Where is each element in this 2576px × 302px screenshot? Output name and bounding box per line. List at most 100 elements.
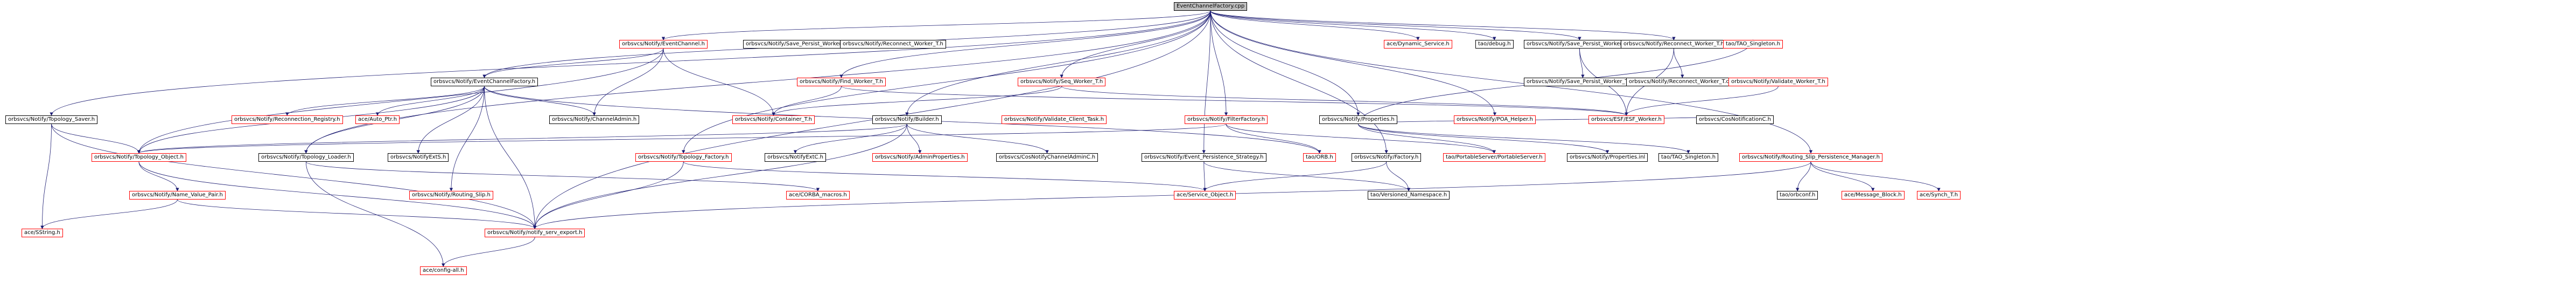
- node-cosnotifychanneladminc-h[interactable]: orbsvcs/CosNotifyChannelAdminC.h: [996, 153, 1098, 162]
- edge-root-to-n_poa: [1210, 10, 1497, 116]
- edge-n_namevalue-to-n_acestring: [40, 199, 178, 229]
- node-orbconf-h[interactable]: tao/orbconf.h: [1777, 191, 1818, 200]
- node-ace-sstring-h[interactable]: ace/SString.h: [22, 229, 63, 237]
- node-name-value-pair-h[interactable]: orbsvcs/Notify/Name_Value_Pair.h: [129, 191, 226, 200]
- node-service-object-h[interactable]: ace/Service_Object.h: [1174, 191, 1236, 200]
- node-cosnotificationc-h[interactable]: orbsvcs/CosNotificationC.h: [1696, 115, 1774, 124]
- node-notifyexts-h[interactable]: orbsvcs/NotifyExtS.h: [388, 153, 449, 162]
- edge-n_topos-to-n_topobj: [51, 123, 141, 154]
- node-eventchannel-h[interactable]: orbsvcs/Notify/EventChannel.h: [619, 40, 708, 49]
- node-versioned-namespace-h[interactable]: tao/Versioned_Namespace.h: [1368, 191, 1450, 200]
- node-find-worker-h[interactable]: orbsvcs/Notify/Find_Worker_T.h: [797, 78, 886, 86]
- node-tao-singleton-h[interactable]: tao/TAO_Singleton.h: [1723, 40, 1783, 49]
- edge-root-to-n_topos: [50, 10, 1211, 116]
- node-portableserver-h[interactable]: tao/PortableServer/PortableServer.h: [1443, 153, 1545, 162]
- node-tao-debug-h[interactable]: tao/debug.h: [1475, 40, 1514, 49]
- edge-n_ec_h-to-n_chadmin: [592, 48, 664, 116]
- node-message-block-h[interactable]: ace/Message_Block.h: [1842, 191, 1905, 200]
- node-validate-client-task-h[interactable]: orbsvcs/Notify/Validate_Client_Task.h: [1002, 115, 1107, 124]
- node-container-h[interactable]: orbsvcs/Notify/Container_T.h: [732, 115, 815, 124]
- node-adminproperties-h[interactable]: orbsvcs/Notify/AdminProperties.h: [872, 153, 968, 162]
- edge-n_ecf_h-to-n_servexp: [484, 86, 537, 229]
- node-properties-inl[interactable]: orbsvcs/Notify/Properties.inl: [1567, 153, 1648, 162]
- node-reconnection-registry-h[interactable]: orbsvcs/Notify/Reconnection_Registry.h: [232, 115, 343, 124]
- edge-root-to-n_factory: [1210, 10, 1388, 154]
- node-seq-worker-h[interactable]: orbsvcs/Notify/Seq_Worker_T.h: [1018, 78, 1106, 86]
- edge-n_ec_h-to-n_container: [663, 48, 775, 116]
- node-topology-saver-h[interactable]: orbsvcs/Notify/Topology_Saver.h: [5, 115, 98, 124]
- edge-n_topobj-to-n_namevalue: [138, 161, 179, 191]
- edge-root-to-n_find: [839, 10, 1211, 78]
- node-auto-ptr-h[interactable]: ace/Auto_Ptr.h: [355, 115, 400, 124]
- edge-n_builder-to-n_cosnotch: [906, 123, 1049, 154]
- node-notify-serv-export-h[interactable]: orbsvcs/Notify/notify_serv_export.h: [485, 229, 585, 237]
- node-synch-h[interactable]: ace/Synch_T.h: [1917, 191, 1961, 200]
- edge-root-to-n_props: [1210, 10, 1360, 116]
- node-builder-h[interactable]: orbsvcs/Notify/Builder.h: [872, 115, 942, 124]
- edge-n_seq-to-n_esf: [1061, 86, 1628, 116]
- node-eventchannelfactory-cpp[interactable]: EventChannelFactory.cpp: [1174, 2, 1248, 11]
- edge-n_ec_h-to-n_topobj: [137, 48, 664, 154]
- edge-n_ecf_h-to-n_recreg: [285, 86, 485, 116]
- node-event-persistence-strategy-h[interactable]: orbsvcs/Notify/Event_Persistence_Strateg…: [1142, 153, 1266, 162]
- node-tao-orb-h[interactable]: tao/ORB.h: [1303, 153, 1336, 162]
- edge-n_topofact-to-n_svcobj: [683, 161, 1207, 191]
- node-properties-h[interactable]: orbsvcs/Notify/Properties.h: [1319, 115, 1397, 124]
- edge-n_builder-to-n_notifyextc: [793, 123, 907, 154]
- node-notifyextc-h[interactable]: orbsvcs/NotifyExtC.h: [765, 153, 826, 162]
- edge-n_builder-to-n_adminprops: [906, 123, 922, 154]
- node-save-persist-worker-cpp[interactable]: orbsvcs/Notify/Save_Persist_Worker_T.cpp: [1524, 78, 1642, 86]
- edge-n_builder-to-n_servexp: [533, 123, 907, 229]
- edge-root-to-n_tdbg: [1210, 10, 1496, 40]
- edge-root-to-n_evpers: [1202, 10, 1211, 154]
- node-validate-worker-h[interactable]: orbsvcs/Notify/Validate_Worker_T.h: [1728, 78, 1828, 86]
- edge-n_factory-to-n_svcobj: [1203, 161, 1387, 191]
- node-reconnect-worker-cpp[interactable]: orbsvcs/Notify/Reconnect_Worker_T.cpp: [1626, 78, 1739, 86]
- node-esf-worker-h[interactable]: orbsvcs/ESF/ESF_Worker.h: [1588, 115, 1664, 124]
- edge-n_find-to-n_esf: [841, 86, 1628, 116]
- edge-n_ecf_h-to-n_routingslip: [449, 86, 485, 191]
- node-filterfactory-h[interactable]: orbsvcs/Notify/FilterFactory.h: [1185, 115, 1268, 124]
- edge-n_ecf_h-to-n_ext: [416, 86, 485, 154]
- edge-root-to-n_seq: [1060, 10, 1211, 78]
- edge-n_evpers-to-n_svcobj: [1203, 161, 1207, 191]
- edge-n_ecf_h-to-n_chadmin: [484, 86, 596, 116]
- node-topology-loader-h[interactable]: orbsvcs/Notify/Topology_Loader.h: [258, 153, 354, 162]
- edge-root-to-n_topofact: [682, 10, 1211, 154]
- edge-n_props-to-n_portable: [1357, 123, 1496, 154]
- edge-root-to-n_filterf: [1210, 10, 1228, 116]
- edge-n_topoload-to-n_corbamacros: [305, 161, 820, 191]
- edge-n_find-to-n_container: [772, 86, 842, 116]
- edge-n_namevalue-to-n_servexp: [177, 199, 537, 229]
- node-save-persist-worker-h[interactable]: orbsvcs/Notify/Save_Persist_Worker_T.h: [1524, 40, 1635, 49]
- edge-root-to-n_builder: [905, 10, 1211, 116]
- node-tao-singleton-h-2[interactable]: tao/TAO_Singleton.h: [1658, 153, 1719, 162]
- edge-root-to-n_routingpers: [1210, 10, 1813, 154]
- node-topology-object-h[interactable]: orbsvcs/Notify/Topology_Object.h: [92, 153, 186, 162]
- node-factory-h[interactable]: orbsvcs/Notify/Factory.h: [1352, 153, 1422, 162]
- node-poa-helper-h[interactable]: orbsvcs/Notify/POA_Helper.h: [1454, 115, 1536, 124]
- edge-root-to-n_reconn: [1210, 10, 1676, 40]
- node-config-all-h[interactable]: ace/config-all.h: [420, 266, 467, 275]
- node-save-persist-worker-h-2[interactable]: orbsvcs/Notify/Save_Persist_Worker_T.h: [743, 40, 855, 49]
- node-routing-slip-persistence-manager-h[interactable]: orbsvcs/Notify/Routing_Slip_Persistence_…: [1739, 153, 1882, 162]
- node-eventchannelfactory-h[interactable]: orbsvcs/Notify/EventChannelFactory.h: [431, 78, 538, 86]
- edge-n_routingpers-to-n_synch: [1810, 161, 1941, 191]
- node-reconnect-worker-h[interactable]: orbsvcs/Notify/Reconnect_Worker_T.h: [1621, 40, 1727, 49]
- node-reconnect-worker-h-2[interactable]: orbsvcs/Notify/Reconnect_Worker_T.h: [840, 40, 946, 49]
- node-dynamic-service-h[interactable]: ace/Dynamic_Service.h: [1384, 40, 1452, 49]
- edge-n_routingpers-to-n_orbconf: [1796, 161, 1811, 191]
- edge-root-to-n_ec_h: [661, 10, 1211, 40]
- edge-root-to-n_dyn: [1210, 10, 1420, 40]
- edge-n_servexp-to-n_config: [442, 237, 535, 267]
- node-corba-macros-h[interactable]: ace/CORBA_macros.h: [786, 191, 850, 200]
- node-routing-slip-h[interactable]: orbsvcs/Notify/Routing_Slip.h: [409, 191, 493, 200]
- edge-n_reconn-to-n_reconncpp: [1674, 48, 1684, 78]
- edge-n_filterf-to-n_corba: [1226, 123, 1321, 154]
- node-topology-factory-h[interactable]: orbsvcs/Notify/Topology_Factory.h: [635, 153, 732, 162]
- node-channeladmin-h[interactable]: orbsvcs/Notify/ChannelAdmin.h: [549, 115, 640, 124]
- edge-n_routingpers-to-n_msgblock: [1810, 161, 1875, 191]
- edge-n_topofact-to-n_servexp: [533, 161, 684, 229]
